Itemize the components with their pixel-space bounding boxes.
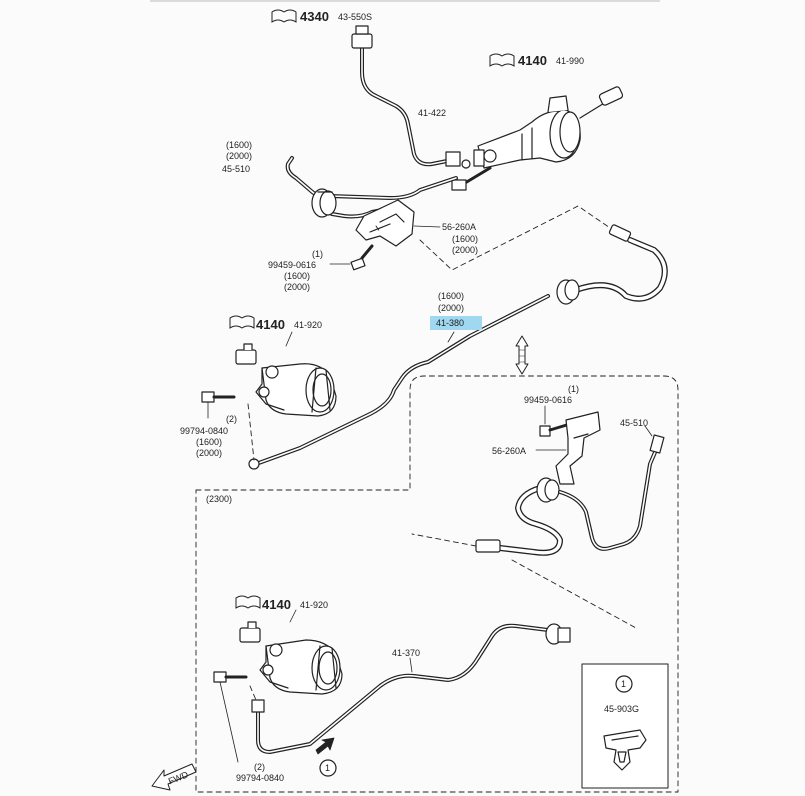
part-highlight — [430, 316, 482, 330]
dashed-guide-inner — [411, 533, 637, 629]
variant-1600: (1600) — [284, 271, 310, 281]
legend-number: 1 — [621, 679, 626, 689]
part-41-380[interactable]: 41-380 — [436, 318, 464, 328]
part-56-260a[interactable]: 56-260A — [492, 446, 526, 456]
ref-4140-mid: 4140 — [256, 317, 285, 332]
book-ref-icon — [235, 595, 261, 609]
release-cylinder-41-920-low — [239, 609, 343, 695]
qty: (1) — [312, 249, 323, 259]
book-ref-icon — [271, 9, 297, 23]
legend-box — [581, 663, 669, 789]
callout-circle — [319, 759, 337, 777]
part-99459-0616[interactable]: 99459-0616 — [268, 260, 316, 270]
pipe-45-510-top — [285, 156, 458, 219]
ref-4140-top: 4140 — [518, 53, 547, 68]
bolt-99459-0616-top — [329, 244, 374, 271]
pipe-41-422 — [351, 25, 471, 169]
clip-icon — [603, 729, 647, 771]
ref-4140-low: 4140 — [262, 597, 291, 612]
variant-2000: (2000) — [226, 151, 252, 161]
variant-1600: (1600) — [226, 140, 252, 150]
part-45-903g[interactable]: 45-903G — [604, 704, 639, 714]
part-56-260a[interactable]: 56-260A — [442, 222, 476, 232]
variant-1600: (1600) — [452, 234, 478, 244]
pipe-41-370 — [251, 623, 571, 754]
variant-2300-boundary — [195, 375, 679, 793]
part-41-920[interactable]: 41-920 — [300, 600, 328, 610]
book-ref-icon — [229, 315, 255, 329]
variant-2000: (2000) — [438, 303, 464, 313]
part-43-550s[interactable]: 43-550S — [338, 12, 372, 22]
part-99459-0616[interactable]: 99459-0616 — [524, 395, 572, 405]
variant-2000: (2000) — [452, 245, 478, 255]
qty: (2) — [254, 762, 265, 772]
callout-number: 1 — [325, 763, 330, 773]
dashed-guide-top — [375, 205, 617, 271]
qty: (2) — [226, 414, 237, 424]
pipe-45-510-inner — [475, 425, 665, 556]
release-cylinder-41-920-mid — [235, 331, 337, 417]
bolt-99794-0840-low — [213, 671, 248, 763]
pipe-41-380 — [248, 224, 668, 470]
callout-arrow-icon — [315, 737, 335, 755]
bolt-99459-0616-inner — [539, 405, 572, 437]
ref-4340: 4340 — [300, 9, 329, 24]
part-99794-0840[interactable]: 99794-0840 — [180, 426, 228, 436]
fwd-label: FWD — [167, 769, 190, 786]
front-arrow-icon — [151, 763, 197, 791]
part-45-510[interactable]: 45-510 — [620, 418, 648, 428]
bracket-56-260a-inner — [535, 411, 601, 485]
qty: (1) — [568, 384, 579, 394]
bracket-56-260a-top — [355, 199, 441, 247]
variant-2000: (2000) — [196, 448, 222, 458]
master-cylinder-41-990 — [451, 86, 624, 191]
variant-2300: (2300) — [206, 494, 232, 504]
variant-1600: (1600) — [438, 291, 464, 301]
up-down-arrow-icon — [515, 335, 529, 375]
part-41-370[interactable]: 41-370 — [392, 648, 420, 658]
part-41-422[interactable]: 41-422 — [418, 108, 446, 118]
book-ref-icon — [489, 53, 515, 67]
part-41-990[interactable]: 41-990 — [556, 56, 584, 66]
part-45-510[interactable]: 45-510 — [222, 164, 250, 174]
bolt-99794-0840-mid — [201, 391, 236, 419]
part-41-920[interactable]: 41-920 — [294, 320, 322, 330]
variant-2000: (2000) — [284, 282, 310, 292]
variant-1600: (1600) — [196, 437, 222, 447]
part-99794-0840[interactable]: 99794-0840 — [236, 773, 284, 783]
